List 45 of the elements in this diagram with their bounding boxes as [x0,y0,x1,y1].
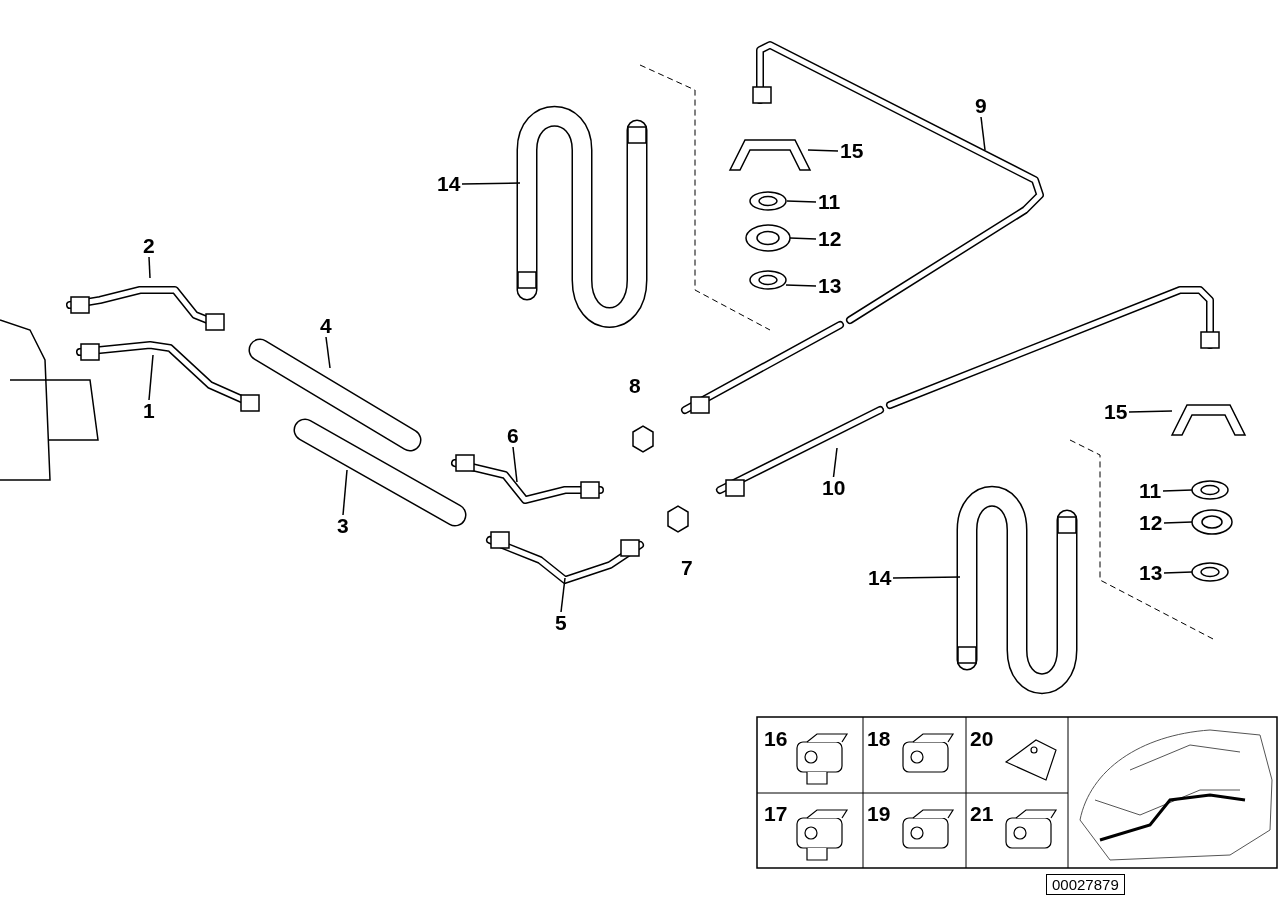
callout-number: 14 [437,173,461,195]
callout-number: 13 [1139,562,1163,584]
callout-number: 4 [320,315,332,337]
callout-number: 17 [764,803,788,825]
callout-number: 11 [1139,480,1162,502]
callout-number: 8 [629,375,641,397]
callout-number: 16 [764,728,788,750]
callout-number: 7 [681,557,693,579]
leader-line [148,354,154,401]
callout-number: 10 [822,477,846,499]
callout-number: 12 [818,228,842,250]
leader-line [789,237,817,240]
leader-line [560,577,566,613]
leader-line [807,149,839,152]
leader-line [325,336,331,369]
leader-line [148,256,151,279]
callout-number: 13 [818,275,842,297]
leader-line [980,116,986,151]
callout-number: 19 [867,803,891,825]
callout-number: 6 [507,425,519,447]
callout-number: 9 [975,95,987,117]
leader-line [832,447,838,478]
callout-number: 3 [337,515,349,537]
callout-number: 2 [143,235,155,257]
leader-line [1128,410,1173,413]
callout-number: 20 [970,728,994,750]
leader-line [1163,571,1193,574]
callout-number: 1 [143,400,155,422]
callout-number: 18 [867,728,891,750]
callout-number: 12 [1139,512,1163,534]
leader-line [1162,489,1193,492]
leader-line [461,182,521,185]
callout-number: 14 [868,567,892,589]
leader-line [512,446,518,483]
callout-number: 15 [840,140,864,162]
callout-number: 5 [555,612,567,634]
drawing-number: 00027879 [1046,874,1125,895]
leader-line [342,469,348,516]
leader-line [786,200,817,203]
callout-number: 21 [970,803,994,825]
callout-number: 11 [818,191,841,213]
leader-line [785,284,817,287]
leader-line [892,576,961,579]
callout-number: 15 [1104,401,1128,423]
leader-line [1163,521,1193,524]
